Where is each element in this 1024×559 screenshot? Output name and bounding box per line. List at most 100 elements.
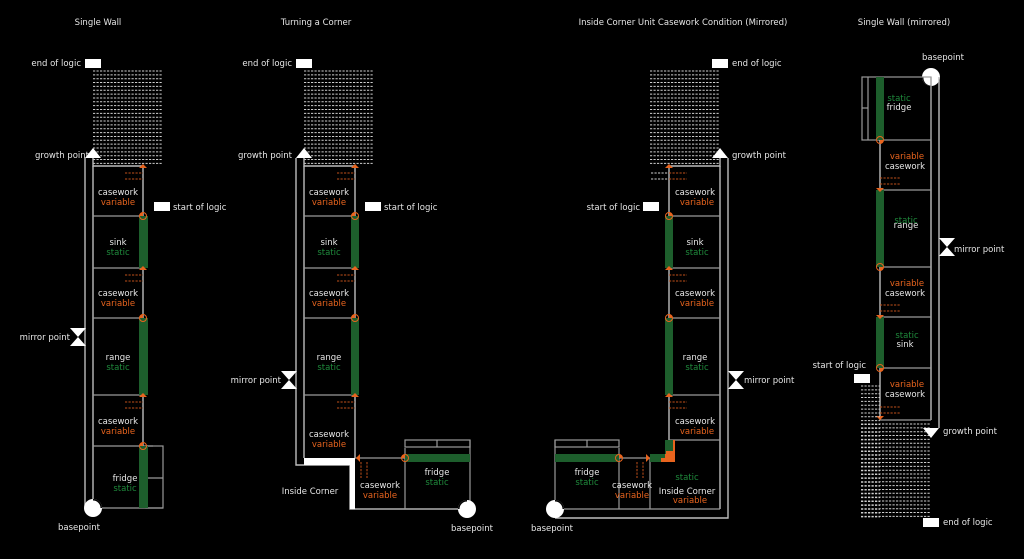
unit-type: static: [685, 363, 709, 373]
origin-icon: [351, 212, 359, 220]
origin-icon: [401, 454, 409, 462]
growth-arrow-icon: [356, 454, 360, 462]
basepoint-icon: [458, 500, 476, 518]
unit-name: sink: [686, 238, 703, 248]
unit-name: casework: [309, 289, 349, 299]
growth-point-label: growth point: [238, 151, 293, 161]
growth-arrow-icon: [876, 188, 884, 192]
panel-title: Inside Corner Unit Casework Condition (M…: [579, 18, 788, 28]
origin-icon: [139, 212, 147, 220]
mirror-point-label: mirror point: [231, 376, 282, 386]
growth-arrow-icon: [139, 393, 147, 397]
basepoint-label: basepoint: [531, 524, 574, 534]
mirror-point-label: mirror point: [954, 245, 1005, 255]
mirror-point-label: mirror point: [744, 376, 795, 386]
unit-name: casework: [675, 188, 715, 198]
end-of-logic-label: end of logic: [31, 59, 81, 69]
end-of-logic-marker: [923, 518, 939, 527]
static-bar: [139, 216, 148, 268]
unit-type: static: [675, 473, 699, 483]
unit-name: casework: [98, 188, 138, 198]
origin-icon: [876, 136, 884, 144]
unit-name: sink: [109, 238, 126, 248]
start-of-logic-label: start of logic: [173, 203, 227, 213]
unit-type: static: [685, 248, 709, 258]
panel-title: Single Wall (mirrored): [858, 18, 950, 28]
basepoint-icon: [546, 500, 564, 518]
unit-type: variable: [680, 299, 714, 309]
unit-name: casework: [98, 417, 138, 427]
end-of-logic-label: end of logic: [732, 59, 782, 69]
panel-inside-corner-mirrored: Inside Corner Unit Casework Condition (M…: [531, 18, 795, 534]
unit-type: variable: [312, 299, 346, 309]
unit-name: fridge: [113, 474, 138, 484]
unit-name: casework: [309, 430, 349, 440]
end-of-logic-marker: [85, 59, 101, 68]
start-of-logic-marker: [154, 202, 170, 211]
unit-name: casework: [612, 481, 652, 491]
unit-type: static: [895, 331, 919, 341]
mirror-point-icon: [70, 328, 86, 346]
unit-type: static: [317, 248, 341, 258]
origin-icon: [351, 314, 359, 322]
mirror-point-label: mirror point: [20, 333, 71, 343]
growth-point-marker: [712, 148, 728, 158]
end-of-logic-marker: [712, 59, 728, 68]
origin-icon: [665, 212, 673, 220]
panel-single-wall-mirrored: Single Wall (mirrored) basepoint mirror …: [813, 18, 1005, 528]
logic-dashes: [93, 70, 163, 164]
unit-type: variable: [673, 496, 707, 506]
panel-title: Single Wall: [75, 18, 122, 28]
panel-title: Turning a Corner: [280, 18, 352, 28]
logic-dashes: [304, 70, 374, 164]
unit-type: static: [894, 216, 918, 226]
unit-name: fridge: [575, 468, 600, 478]
unit-type: static: [106, 363, 130, 373]
unit-name: range: [683, 353, 708, 363]
growth-point-marker: [923, 428, 939, 438]
unit-type: variable: [890, 152, 924, 162]
panel-turning-a-corner: Turning a Corner end of logic growth poi…: [231, 18, 494, 534]
unit-type: variable: [890, 380, 924, 390]
growth-point-marker: [296, 148, 312, 158]
origin-icon: [876, 263, 884, 271]
start-of-logic-marker: [854, 374, 870, 383]
unit-type: variable: [101, 299, 135, 309]
growth-point-label: growth point: [943, 427, 998, 437]
static-bar: [139, 318, 148, 395]
unit-name: casework: [309, 188, 349, 198]
origin-icon: [139, 314, 147, 322]
unit-type: static: [887, 94, 911, 104]
unit-type: static: [575, 478, 599, 488]
unit-name: fridge: [887, 103, 912, 113]
unit-name: sink: [320, 238, 337, 248]
unit-name: range: [317, 353, 342, 363]
start-of-logic-marker: [365, 202, 381, 211]
growth-arrow-icon: [351, 266, 359, 270]
unit-name: casework: [98, 289, 138, 299]
unit-type: variable: [680, 198, 714, 208]
unit-name: casework: [885, 162, 925, 172]
mirror-point-icon: [939, 238, 955, 256]
unit-type: variable: [890, 279, 924, 289]
growth-arrow-icon: [139, 266, 147, 270]
growth-arrow-icon: [876, 315, 884, 319]
static-bar: [139, 446, 148, 508]
basepoint-icon: [84, 499, 102, 517]
unit-type: static: [425, 478, 449, 488]
growth-arrow-icon: [646, 454, 650, 462]
origin-icon: [615, 454, 623, 462]
unit-name: casework: [360, 481, 400, 491]
start-of-logic-label: start of logic: [813, 361, 867, 371]
growth-point-label: growth point: [732, 151, 787, 161]
unit-type: variable: [312, 198, 346, 208]
unit-type: static: [113, 484, 137, 494]
origin-icon: [876, 364, 884, 372]
growth-arrow-icon: [139, 164, 147, 168]
basepoint-label: basepoint: [922, 53, 965, 63]
end-of-logic-label: end of logic: [242, 59, 292, 69]
unit-name: fridge: [425, 468, 450, 478]
mirror-point-icon: [281, 371, 297, 389]
inside-corner-label: Inside Corner: [282, 487, 339, 497]
unit-type: variable: [101, 198, 135, 208]
